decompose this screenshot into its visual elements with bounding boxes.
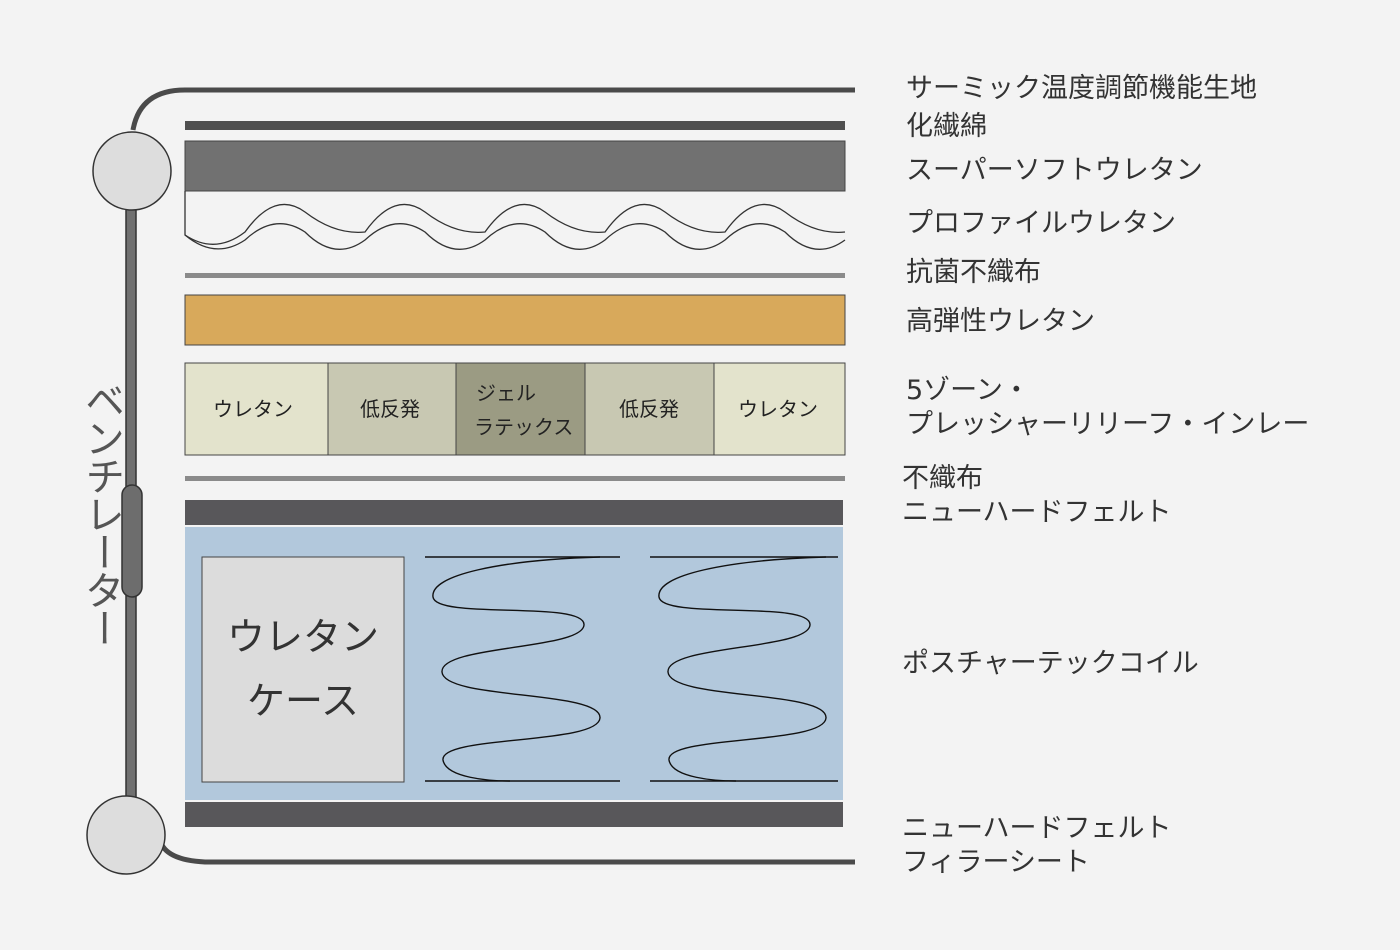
zone-label-5: ウレタン [738, 397, 818, 421]
zone-urethane-left [184, 362, 329, 456]
zone-label-1: ウレタン [213, 397, 293, 421]
zone-urethane-right [713, 362, 846, 456]
label-antibacterial-nonwoven: 抗菌不織布 [906, 257, 1041, 288]
super-soft-urethane-layer [184, 140, 846, 192]
cotton-layer [185, 121, 845, 130]
ventilator-top-knob [92, 131, 172, 211]
case-label-1: ウレタン [227, 615, 379, 659]
ventilator-bottom-curve [157, 839, 855, 865]
zone-label-3b: ラテックス [474, 415, 573, 439]
label-zone-inlay-line1: 5ゾーン・ [906, 375, 1030, 406]
ventilator-top-curve [130, 87, 855, 131]
label-filler-sheet: フィラーシート [902, 847, 1090, 878]
coil-spring-left [425, 556, 620, 782]
label-nonwoven-line1: 不織布 [902, 463, 983, 494]
zone-gel-latex [455, 362, 586, 456]
case-label-2: ケース [247, 679, 359, 723]
label-zone-inlay: 5ゾーン・ プレッシャーリリーフ・インレー [906, 374, 1309, 442]
label-felt-top: ニューハードフェルト [902, 497, 1172, 528]
ventilator-bottom-knob [86, 795, 166, 875]
label-zone-inlay-line2: プレッシャーリリーフ・インレー [906, 409, 1310, 440]
label-posturetech-coil: ポスチャーテックコイル [902, 648, 1199, 679]
label-synthetic-cotton: 化繊綿 [906, 111, 987, 142]
profile-urethane-layer [184, 191, 846, 245]
zone-label-3a: ジェル [476, 381, 536, 405]
zone-label-4: 低反発 [619, 397, 679, 421]
felt-bottom-layer [185, 802, 843, 827]
label-bottom: ニューハードフェルト フィラーシート [902, 812, 1171, 880]
label-super-soft-urethane: スーパーソフトウレタン [906, 155, 1203, 186]
ventilator-handle [121, 484, 143, 598]
urethane-case [201, 556, 405, 783]
label-nonwoven: 不織布 ニューハードフェルト [902, 462, 1171, 530]
zone-memory-right [584, 362, 715, 456]
label-high-resilience-urethane: 高弾性ウレタン [906, 306, 1095, 337]
zone-label-2: 低反発 [360, 397, 420, 421]
antibacterial-nonwoven-line [185, 273, 845, 278]
label-felt-bottom: ニューハードフェルト [902, 813, 1172, 844]
high-resilience-urethane-layer [184, 294, 846, 346]
ventilator-label: ベンチレーター [78, 380, 124, 646]
nonwoven-line [185, 476, 845, 481]
label-profile-urethane: プロファイルウレタン [906, 208, 1176, 239]
label-thermic-fabric: サーミック温度調節機能生地 [906, 73, 1257, 104]
profile-urethane-lower-wave [184, 223, 846, 250]
felt-top-layer [185, 500, 843, 525]
coil-spring-right [650, 556, 838, 782]
